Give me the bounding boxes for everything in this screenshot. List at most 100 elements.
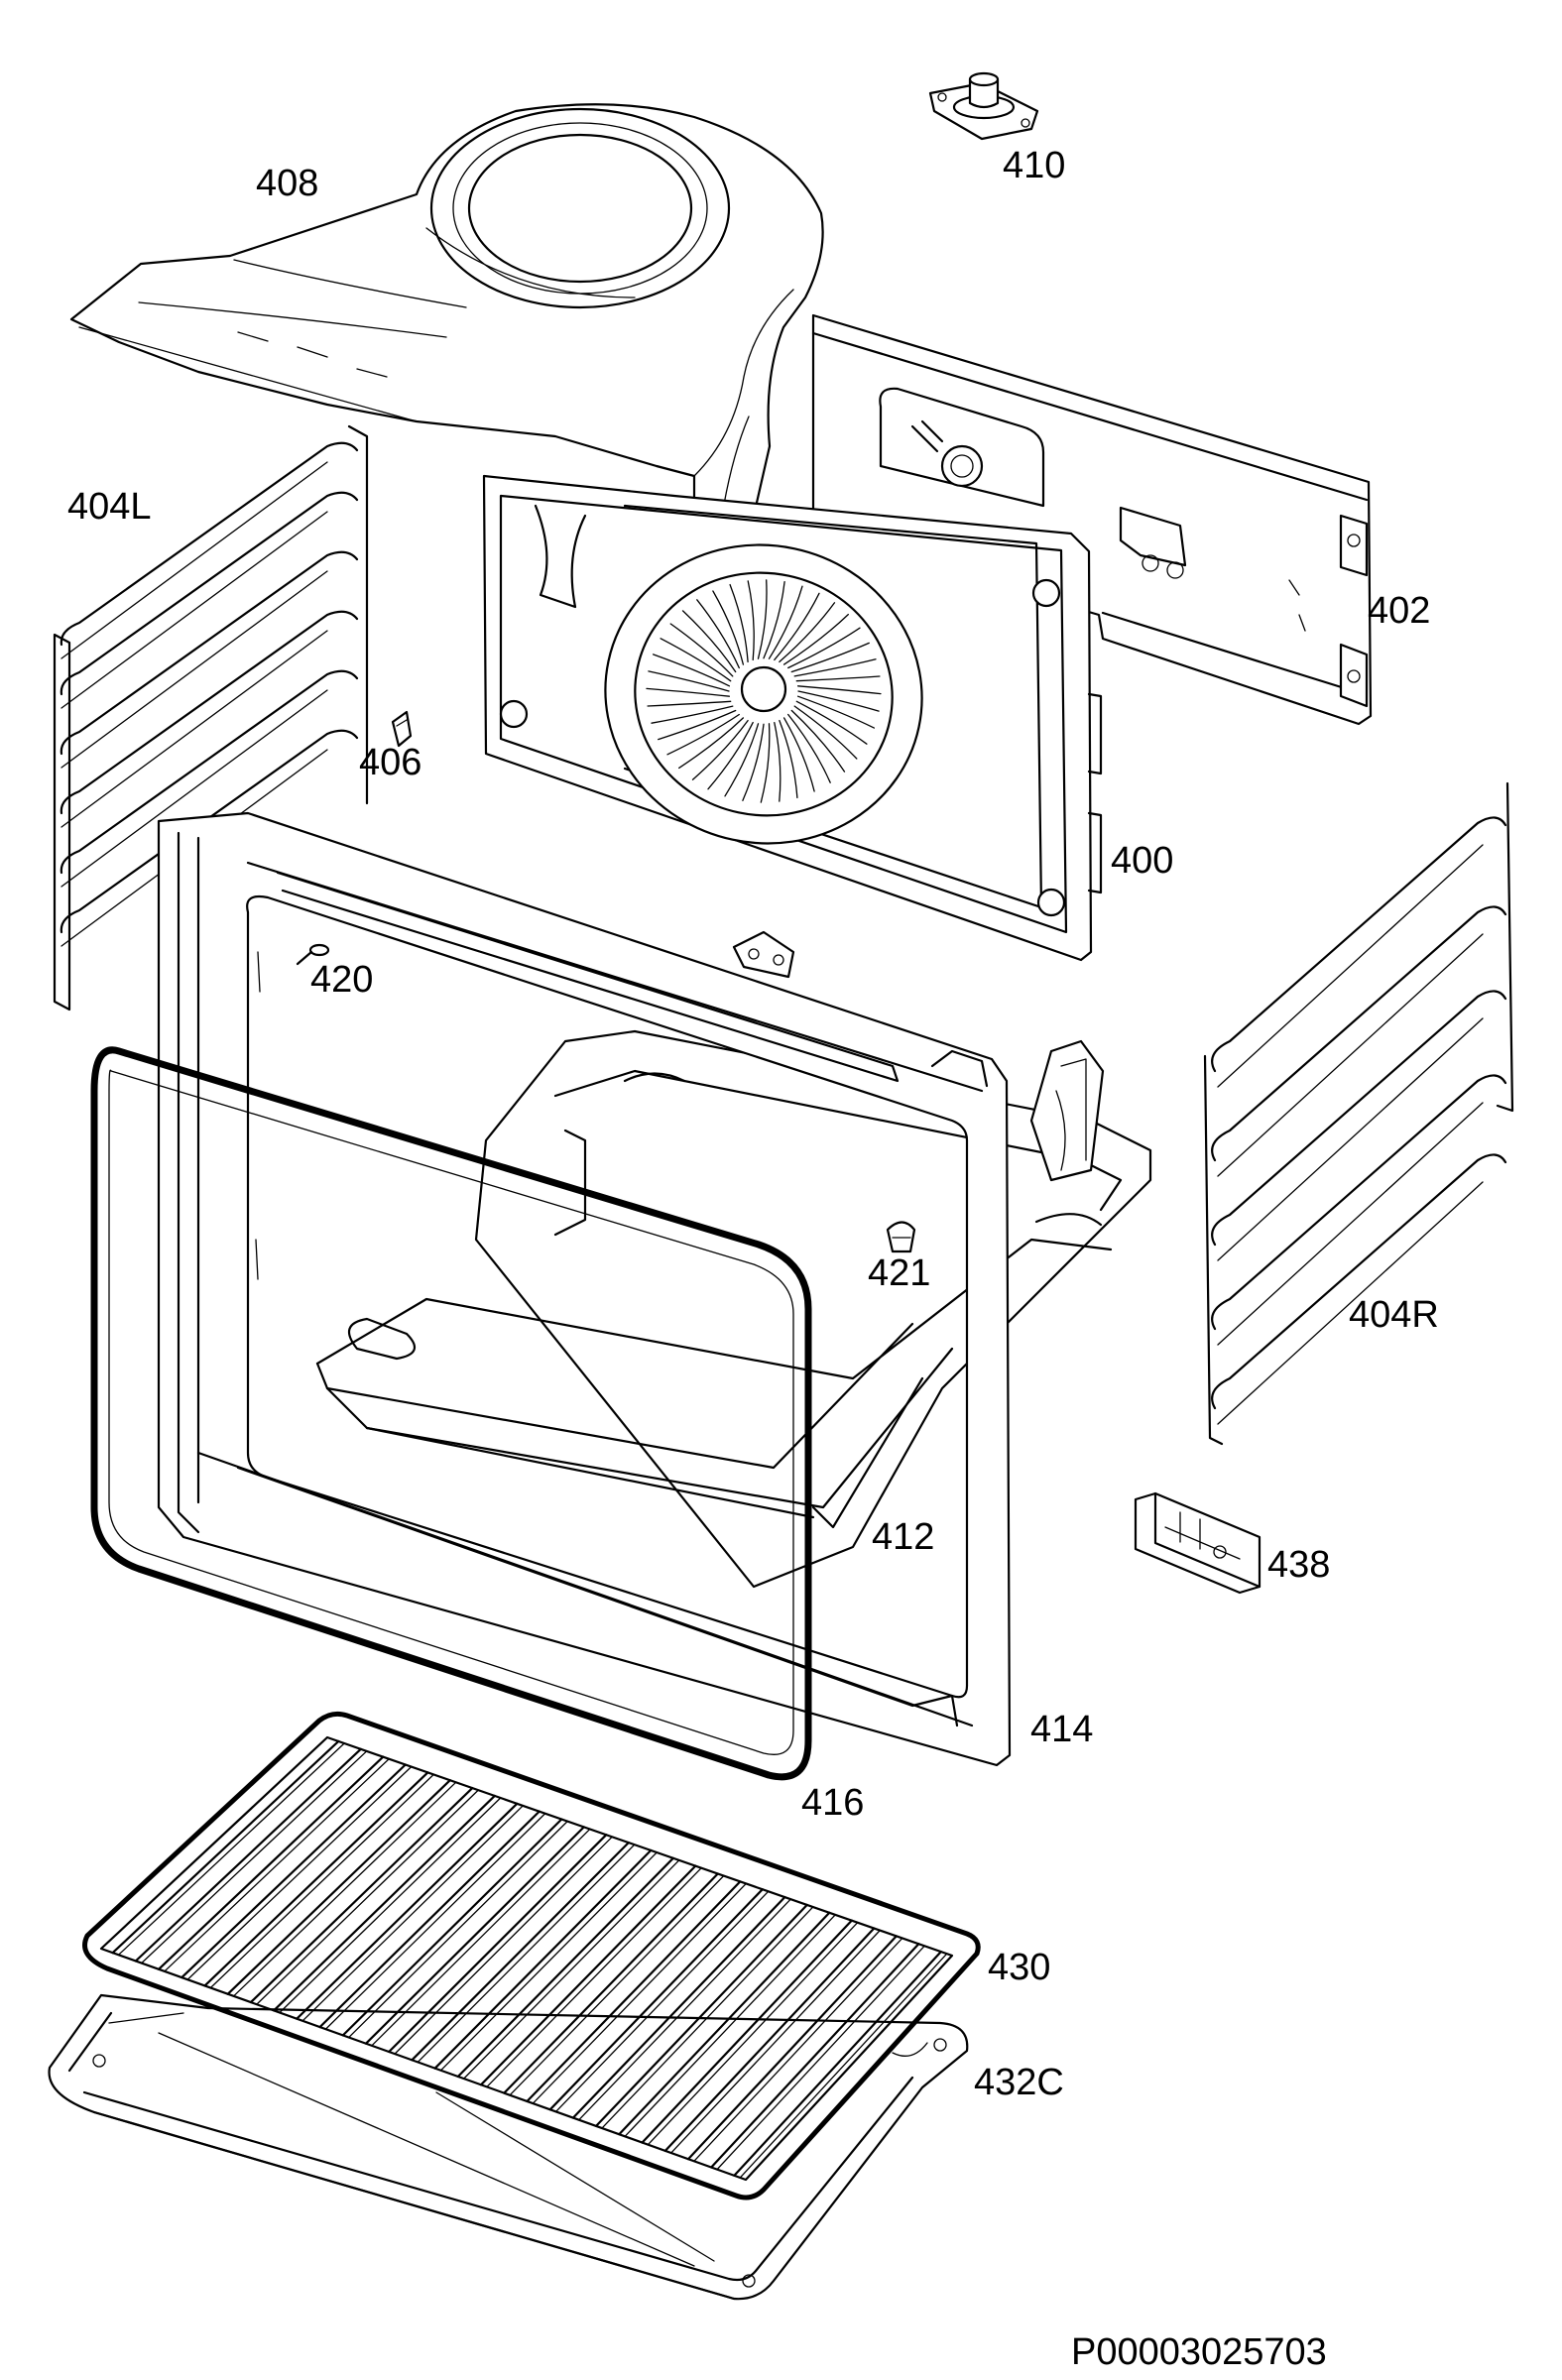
- fan-slot: [742, 723, 765, 801]
- left-rail-inner: [60, 689, 328, 888]
- shelf-wire-edge: [186, 1765, 413, 1980]
- shelf-support-right-drawing: [1203, 781, 1514, 1446]
- fan-slot: [797, 690, 880, 712]
- shelf-wire: [526, 1880, 742, 2102]
- shelf-wire-edge: [555, 1890, 770, 2112]
- shelf-wire-edge: [348, 1820, 568, 2039]
- fan-slot: [646, 687, 731, 697]
- fan-slot: [790, 642, 870, 673]
- label-408: 408: [256, 163, 318, 204]
- fan-slot: [795, 675, 881, 682]
- shelf-wire: [249, 1787, 474, 2004]
- shelf-wire: [733, 1951, 942, 2177]
- fan-slot: [796, 695, 876, 729]
- left-rail: [60, 441, 359, 647]
- fan-slot: [691, 719, 749, 780]
- left-rail: [60, 550, 359, 756]
- baking-tray-drawing: [48, 1993, 969, 2301]
- shelf-wire-edge: [739, 1953, 948, 2179]
- label-404L: 404L: [67, 486, 152, 528]
- shelf-wire: [203, 1771, 429, 1987]
- fan-slot: [648, 670, 730, 692]
- shelf-wire-edge: [439, 1851, 658, 2072]
- shelf-support-left-drawing: [53, 424, 369, 1012]
- rear-panel-drawing: [811, 313, 1373, 726]
- shelf-wire: [296, 1802, 519, 2020]
- shelf-wire: [341, 1818, 563, 2037]
- shelf-wire: [571, 1896, 786, 2119]
- shelf-wire: [411, 1842, 630, 2062]
- fan-slot: [787, 627, 861, 669]
- door-seal-drawing: [90, 1046, 812, 1781]
- fan-slot: [666, 713, 740, 756]
- shelf-wire-edge: [209, 1773, 434, 1989]
- fan-slot: [658, 709, 737, 741]
- shelf-wire-edge: [463, 1859, 680, 2080]
- shelf-wire-edge: [509, 1874, 725, 2096]
- fan-slot: [779, 602, 836, 663]
- clip-drawing: [391, 710, 413, 748]
- shelf-wire: [548, 1888, 764, 2111]
- right-rail: [1211, 905, 1507, 1162]
- fan-slot: [787, 713, 831, 783]
- shelf-wire-edge: [532, 1882, 747, 2104]
- shelf-wire-edge: [486, 1866, 702, 2087]
- label-400: 400: [1111, 840, 1173, 882]
- left-rail-inner: [60, 570, 328, 769]
- shelf-wire-edge: [578, 1898, 791, 2121]
- fan-slot: [763, 581, 785, 659]
- label-430: 430: [988, 1947, 1050, 1988]
- shelf-wire-edge: [233, 1781, 457, 1997]
- reference-code: P00003025703: [1071, 2331, 1327, 2373]
- left-rail-inner: [60, 630, 328, 828]
- left-rail: [60, 610, 359, 815]
- shelf-wire: [364, 1826, 585, 2045]
- shelf-wire-edge: [324, 1812, 546, 2030]
- right-rail: [1211, 1153, 1507, 1410]
- fan-slot: [696, 599, 740, 669]
- shelf-wires: [111, 1739, 948, 2179]
- fan-slot: [793, 658, 877, 677]
- shelf-wire-edge: [647, 1921, 859, 2146]
- label-406: 406: [359, 742, 421, 783]
- fan-slot: [782, 717, 815, 792]
- shelf-wire: [686, 1935, 898, 2161]
- shelf-wire-edge: [371, 1828, 591, 2047]
- cooling-fan-drawing: [69, 103, 824, 537]
- fan-slot: [774, 721, 781, 802]
- label-438: 438: [1267, 1544, 1330, 1586]
- shelf-wire: [663, 1927, 876, 2152]
- right-rail-inner: [1217, 1017, 1484, 1261]
- label-402: 402: [1368, 590, 1430, 632]
- shelf-wire: [618, 1911, 831, 2136]
- shelf-wire-edge: [394, 1836, 613, 2055]
- fan-slot: [774, 592, 820, 661]
- shelf-wire-edge: [624, 1914, 836, 2137]
- shelf-wire: [595, 1903, 808, 2127]
- left-rail: [60, 491, 359, 696]
- shelf-wire-edge: [301, 1805, 524, 2022]
- shelf-wire: [157, 1755, 385, 1970]
- front-frame-drawing: [157, 811, 1012, 1767]
- shelf-wire: [273, 1794, 496, 2012]
- oven-cavity-drawing: [315, 1029, 1152, 1589]
- shelf-wire: [503, 1872, 719, 2094]
- fan-slot: [660, 638, 732, 682]
- shelf-wire-edge: [417, 1844, 636, 2063]
- fan-slot: [651, 705, 734, 724]
- shelf-wire: [710, 1943, 920, 2169]
- fan-slot: [747, 580, 755, 661]
- shelf-wire-edge: [693, 1937, 903, 2162]
- label-414: 414: [1030, 1709, 1093, 1750]
- fan-slots: [646, 579, 882, 803]
- label-404R: 404R: [1349, 1294, 1439, 1336]
- fan-slot: [782, 613, 849, 665]
- fan-slot: [795, 700, 868, 745]
- right-rail-inner: [1217, 1102, 1484, 1346]
- hinge-receiver-drawing: [1134, 1491, 1262, 1595]
- shelf-wire: [433, 1848, 653, 2070]
- left-rail-inner: [60, 511, 328, 709]
- shelf-wire-edge: [164, 1757, 390, 1972]
- shelf-wire: [479, 1864, 697, 2086]
